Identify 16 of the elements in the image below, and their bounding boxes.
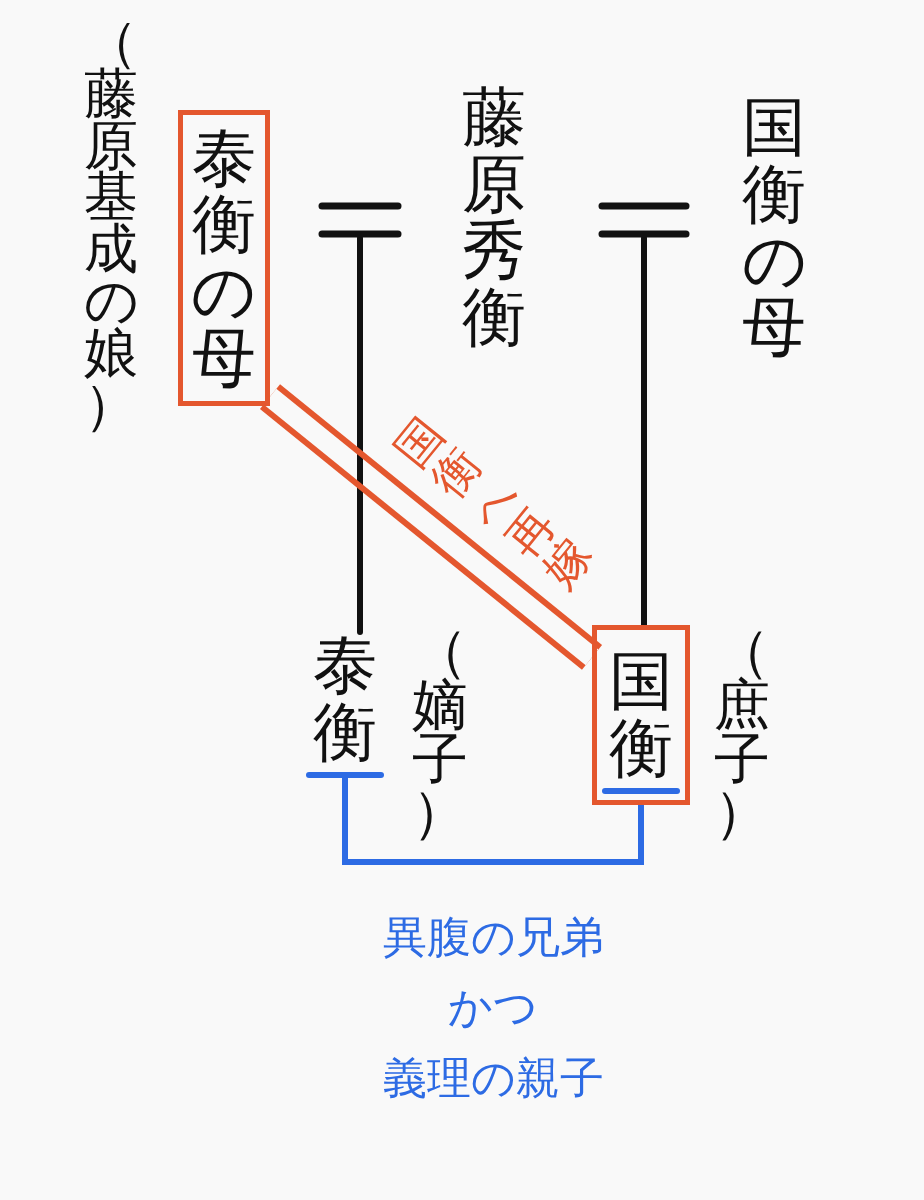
highlight-box: 国衡 xyxy=(592,625,690,805)
edge-label: 異腹の兄弟かつ義理の親子 xyxy=(382,910,604,1105)
edge-label: 国衡へ再嫁 xyxy=(386,410,602,597)
name-label: 国衡の母 xyxy=(742,94,806,361)
note-text: （藤原基成の娘） xyxy=(84,16,138,431)
highlight-box: 泰衡の母 xyxy=(178,110,270,406)
descent-line xyxy=(641,235,647,628)
name-label: 泰衡 xyxy=(313,632,377,776)
bracket-line xyxy=(306,772,680,865)
note-text: （嫡子） xyxy=(412,624,468,839)
note-text: （庶子） xyxy=(714,624,770,839)
name-label: 藤原秀衡 xyxy=(462,84,526,351)
marriage-sign xyxy=(598,202,690,238)
double-line xyxy=(259,384,603,670)
descent-line xyxy=(357,235,363,635)
marriage-sign xyxy=(318,202,402,238)
